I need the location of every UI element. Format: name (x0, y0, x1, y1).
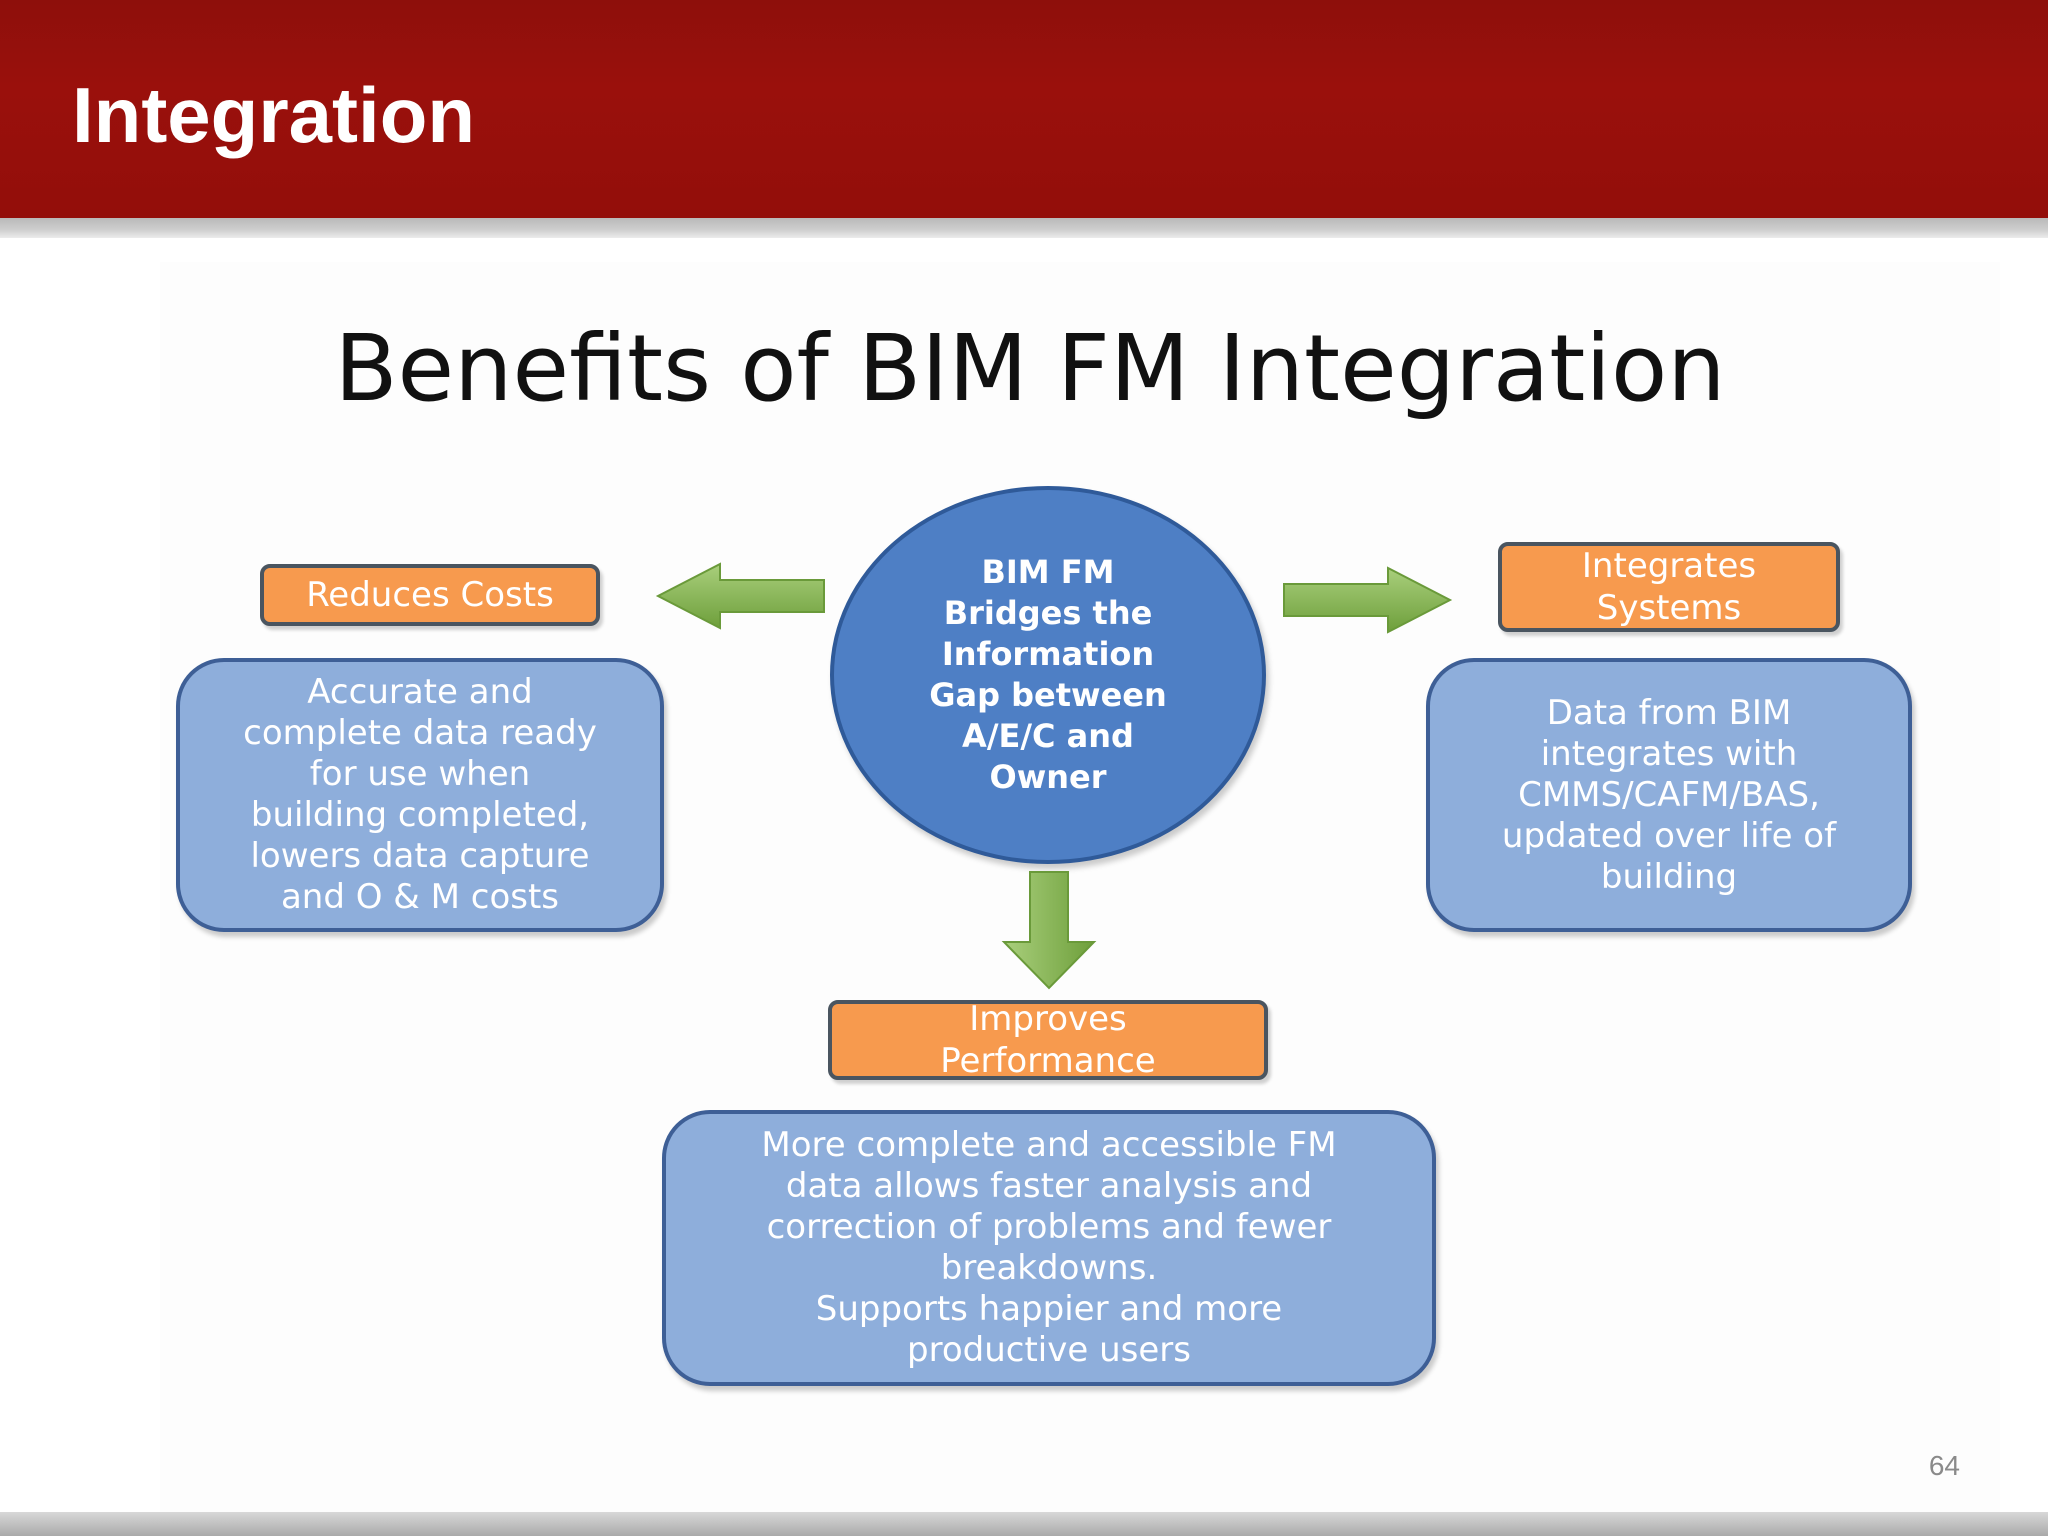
arrow-down-icon (1001, 871, 1097, 990)
arrow-left-icon (655, 562, 825, 630)
page-number: 64 (1928, 1450, 1960, 1481)
reduces-costs-label: Reduces Costs (260, 564, 600, 626)
diagram-title: Benefits of BIM FM Integration (334, 315, 1726, 422)
slide-heading: Integration (72, 71, 475, 159)
improves-performance-label: Improves Performance (828, 999, 1268, 1081)
integrates-systems-label: Integrates Systems (1498, 542, 1840, 632)
header-band (0, 0, 2048, 218)
arrow-right-icon (1283, 566, 1453, 634)
improves-performance-description: More complete and accessible FM data all… (662, 1110, 1436, 1386)
footer-bar (0, 1512, 2048, 1536)
header-divider (0, 218, 2048, 238)
reduces-costs-description: Accurate and complete data ready for use… (176, 658, 664, 932)
bim-fm-center-circle: BIM FM Bridges the Information Gap betwe… (830, 486, 1266, 864)
integrates-systems-description: Data from BIM integrates with CMMS/CAFM/… (1426, 658, 1912, 932)
